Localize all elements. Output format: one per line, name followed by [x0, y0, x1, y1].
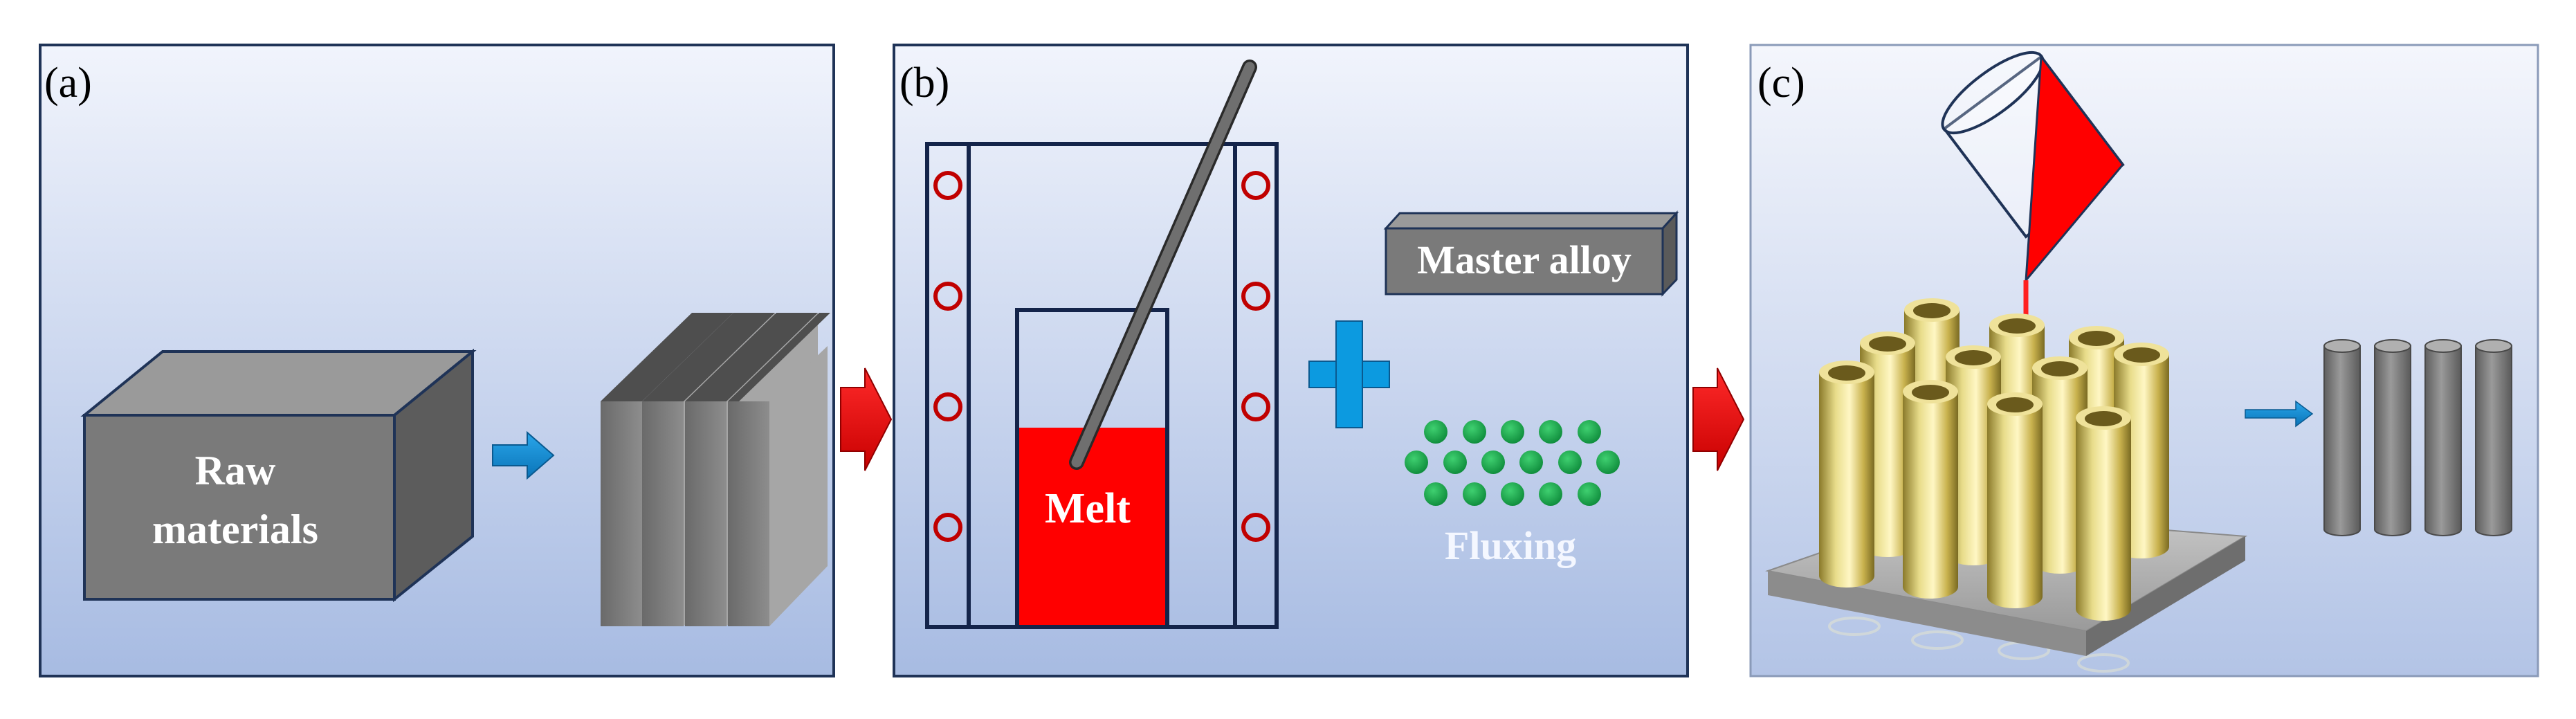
printed-tube — [1987, 392, 2043, 608]
flux-particle — [1578, 482, 1601, 506]
master-alloy-bar: Master alloy — [1383, 210, 1679, 297]
heating-coil — [933, 171, 962, 200]
flux-particle — [1539, 420, 1562, 444]
melt-label: Melt — [1045, 485, 1131, 532]
flux-particles — [1405, 420, 1620, 506]
flux-particle — [1578, 420, 1601, 444]
printed-tubes — [1819, 298, 2169, 621]
final-rod — [2323, 339, 2361, 536]
flux-particle — [1405, 450, 1428, 474]
printed-tube — [1903, 380, 1958, 599]
heating-coil — [933, 392, 962, 421]
panel-b-label: (b) — [899, 60, 949, 107]
flux-particle — [1463, 420, 1486, 444]
panel-a: (a) Raw materials — [39, 44, 835, 677]
final-rod — [2424, 339, 2462, 536]
raw-materials-label-line2: materials — [152, 507, 318, 552]
flux-particle — [1501, 482, 1524, 506]
fluxing-label: Fluxing — [1445, 523, 1576, 568]
crucible: Melt — [1015, 308, 1169, 629]
panel-b-frame — [893, 44, 1689, 677]
heating-coil — [1241, 282, 1270, 311]
red-arrow-icon — [840, 367, 893, 471]
master-alloy-label: Master alloy — [1417, 237, 1632, 282]
final-rods — [2323, 339, 2512, 536]
panel-b: (b) Melt — [893, 44, 1689, 677]
heating-coil — [1241, 171, 1270, 200]
flux-particle — [1424, 482, 1447, 506]
printed-tube — [2032, 356, 2088, 574]
flux-particle — [1539, 482, 1562, 506]
flux-particle — [1443, 450, 1467, 474]
flux-particle — [1501, 420, 1524, 444]
plus-icon — [1308, 320, 1390, 428]
heating-coil — [933, 513, 962, 542]
plate-reflection — [1828, 617, 2130, 673]
red-arrow-icon — [1692, 367, 1745, 471]
flux-particle — [1481, 450, 1505, 474]
panel-a-label: (a) — [44, 60, 92, 107]
flux-particle — [1596, 450, 1620, 474]
raw-materials-block: Raw materials — [80, 348, 477, 603]
flux-particle — [1519, 450, 1543, 474]
flux-particle — [1424, 420, 1447, 444]
blue-arrow-icon — [492, 430, 555, 480]
printed-tube — [2076, 406, 2131, 621]
final-rod — [2475, 339, 2512, 536]
heating-coil — [1241, 392, 1270, 421]
heating-coil — [933, 282, 962, 311]
sliced-plates — [601, 313, 830, 626]
printed-tube — [1819, 361, 1874, 588]
flux-particle — [1558, 450, 1582, 474]
panel-c-label: (c) — [1757, 60, 1805, 107]
flux-particle — [1463, 482, 1486, 506]
final-rod — [2374, 339, 2411, 536]
panel-c: (c) — [1749, 44, 2539, 677]
blue-arrow-icon — [2245, 400, 2314, 428]
heating-coil — [1241, 513, 1270, 542]
raw-materials-label-line1: Raw — [195, 448, 276, 493]
laser-head — [1941, 51, 2125, 324]
stirring-rod — [1069, 60, 1257, 470]
